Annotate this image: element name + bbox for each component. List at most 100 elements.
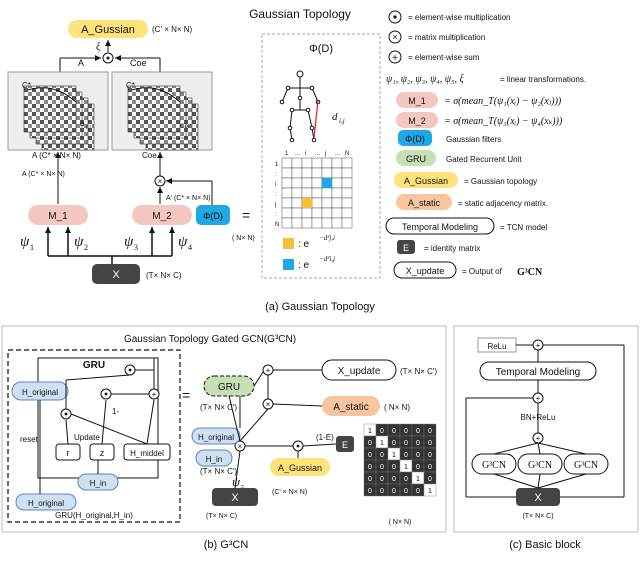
legend-x-update-box <box>393 261 457 279</box>
matrix-value: 0 <box>428 476 432 483</box>
grid-cell <box>311 157 323 169</box>
legend-gru: GRU <box>406 154 426 164</box>
svg-text:+: + <box>392 53 398 64</box>
matrix-value: 1 <box>416 476 420 483</box>
grid-cell <box>291 207 303 219</box>
panel-b-frame <box>1 325 447 533</box>
m2-box <box>132 205 192 225</box>
stack-brace <box>131 87 181 103</box>
svg-text:1: 1 <box>30 243 34 252</box>
matrix-value: 0 <box>392 428 396 435</box>
grid-cell <box>341 177 353 189</box>
grid-col-tick: ... <box>335 151 340 157</box>
legend-a-static-box <box>396 194 452 210</box>
legend-elementwise: = element-wise multiplication <box>408 13 511 22</box>
grid-cell <box>281 207 293 219</box>
a-matrix-dim: A (C* × N× N) <box>32 151 81 160</box>
legend-m2: M_2 <box>408 116 426 126</box>
a-gussian-dim-top: (C' × N× N) <box>152 25 193 34</box>
grid-cell <box>301 167 313 179</box>
svg-text:H_original: H_original <box>28 499 64 508</box>
block-x-dim: (T× N× C) <box>522 513 553 520</box>
legend-phi-text: Gaussian filters <box>446 135 501 144</box>
matrix-value: 0 <box>380 464 384 471</box>
legend-temporal-text: = TCN model <box>500 223 547 232</box>
c-star-left: C* <box>22 81 31 90</box>
a-gussian-node <box>270 458 330 476</box>
a-gussian-box-top <box>68 20 148 38</box>
grid-row-tick: i <box>275 182 276 188</box>
matrix-value: 0 <box>416 428 420 435</box>
matrix-value: 0 <box>392 440 396 447</box>
a-matrix-stack <box>23 85 95 151</box>
stack-brace <box>27 87 77 103</box>
grid-cell <box>321 187 333 199</box>
psi1-label: ψ <box>20 234 30 250</box>
distance-grid: 1...i...j...N1:i:j:N <box>274 151 353 229</box>
matrix-value: 0 <box>404 488 408 495</box>
grid-col-tick: i <box>305 151 306 157</box>
svg-text:E: E <box>342 440 348 450</box>
phi-detail-title: Φ(D) <box>309 43 333 55</box>
m2-out-dim: A' (C* × N× N) <box>166 195 211 202</box>
grid-cell <box>331 187 343 199</box>
legend-m1: M_1 <box>408 96 426 106</box>
legend-blue-text: : e <box>298 260 310 271</box>
grid-cell <box>321 197 333 209</box>
gru-function: GRU(H_original,H_in) <box>55 511 133 520</box>
m1-out-dim: A (C* × N× N) <box>22 171 65 178</box>
svg-text:ReLu: ReLu <box>487 342 506 351</box>
grid-cell <box>341 167 353 179</box>
gru-detail-title: GRU <box>83 360 105 371</box>
matrix-value: 0 <box>416 488 420 495</box>
svg-text:A_static: A_static <box>333 402 369 413</box>
legend-matmul: = matrix multiplication <box>408 33 485 42</box>
matrix-value: 0 <box>368 476 372 483</box>
legend-a-gussian-text: = Gaussian topology <box>464 177 537 186</box>
grid-cell <box>311 197 323 209</box>
equals-top: = <box>242 207 250 223</box>
matrix-value: 1 <box>428 488 432 495</box>
legend-a-static: A_static <box>408 198 441 208</box>
h-in-node <box>195 449 233 467</box>
svg-text:r: r <box>67 448 70 458</box>
svg-text:−d²j,i: −d²j,i <box>319 234 335 242</box>
x-label-top: X <box>112 269 120 281</box>
grid-col-tick: j <box>324 151 326 157</box>
matrix-value: 0 <box>368 464 372 471</box>
matrix-value: 0 <box>416 452 420 459</box>
a-gussian-label-top: A_Gussian <box>81 24 135 36</box>
grid-cell <box>301 187 313 199</box>
svg-text:X_update: X_update <box>338 366 381 377</box>
legend-g3cn: G³CN <box>517 267 543 278</box>
grid-col-tick: 1 <box>285 151 289 157</box>
grid-cell <box>301 207 313 219</box>
m1-box <box>28 205 88 225</box>
e-node <box>336 436 354 452</box>
grid-cell <box>321 157 333 169</box>
xi-symbol: ξ <box>96 42 101 53</box>
gru-h-original-bottom <box>15 493 77 511</box>
grid-cell <box>341 207 353 219</box>
x-update-dim: (T× N× C') <box>400 367 437 376</box>
svg-text:G³CN: G³CN <box>574 460 598 471</box>
grid-cell <box>331 167 343 179</box>
matrix-value: 0 <box>368 452 372 459</box>
matrix-value: 0 <box>380 476 384 483</box>
c-star-right: C* <box>126 81 135 90</box>
gru-reset: reset <box>20 435 39 444</box>
grid-col-tick: N <box>345 151 349 157</box>
matrix-value: 0 <box>428 464 432 471</box>
svg-text:i,j: i,j <box>86 125 91 131</box>
grid-cell <box>281 157 293 169</box>
matrix-value: 0 <box>380 488 384 495</box>
grid-cell <box>311 207 323 219</box>
identity-matrix-dim: ( N× N) <box>389 519 412 526</box>
svg-text:2: 2 <box>84 243 88 252</box>
legend-m1-box <box>396 92 438 108</box>
panel-c-frame <box>453 325 639 533</box>
svg-text:G³CN: G³CN <box>528 460 552 471</box>
grid-cell <box>331 197 343 209</box>
